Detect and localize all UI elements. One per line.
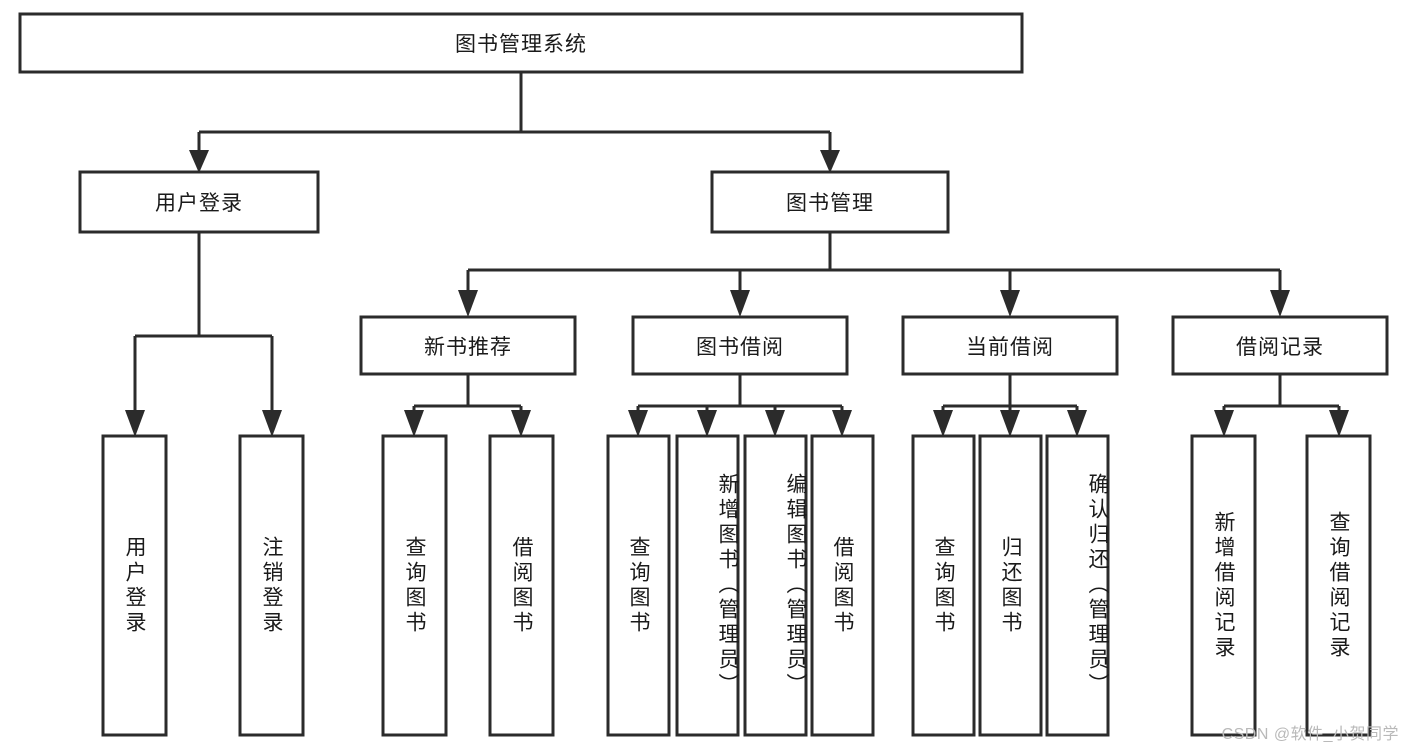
arrowhead-nbr-2 <box>511 410 531 437</box>
connectors <box>125 72 1349 437</box>
node-box-user-login[interactable] <box>78 170 320 234</box>
arrowhead-l2-4 <box>1270 290 1290 317</box>
node-box-borrow-record[interactable] <box>1171 315 1389 376</box>
arrowhead-bb-1 <box>628 410 648 437</box>
arrowhead-br-2 <box>1329 410 1349 437</box>
node-box-leaf-ul-2[interactable] <box>238 434 305 737</box>
arrowhead-bb-2 <box>697 410 717 437</box>
node-box-leaf-br-1[interactable] <box>1190 434 1257 737</box>
node-box-leaf-cb-3[interactable] <box>1045 434 1110 737</box>
arrowhead-book-manage <box>820 150 840 173</box>
node-box-book-manage[interactable] <box>710 170 950 234</box>
node-box-book-borrow[interactable] <box>631 315 849 376</box>
node-box-leaf-bb-2[interactable] <box>675 434 740 737</box>
node-box-leaf-br-2[interactable] <box>1305 434 1372 737</box>
arrowhead-l2-3 <box>1000 290 1020 317</box>
node-boxes <box>18 12 1389 737</box>
node-box-new-book-recommend[interactable] <box>359 315 577 376</box>
arrowhead-cb-3 <box>1067 410 1087 437</box>
arrowhead-nbr-1 <box>404 410 424 437</box>
node-box-leaf-nbr-1[interactable] <box>381 434 448 737</box>
arrowhead-ul-1 <box>125 410 145 437</box>
arrowhead-l2-1 <box>458 290 478 317</box>
node-box-root[interactable] <box>18 12 1024 74</box>
node-box-leaf-cb-2[interactable] <box>978 434 1043 737</box>
node-box-leaf-bb-1[interactable] <box>606 434 671 737</box>
arrowhead-cb-2 <box>1000 410 1020 437</box>
arrowhead-ul-2 <box>262 410 282 437</box>
arrowhead-br-1 <box>1214 410 1234 437</box>
node-box-leaf-bb-4[interactable] <box>810 434 875 737</box>
node-box-leaf-bb-3[interactable] <box>743 434 808 737</box>
node-box-leaf-nbr-2[interactable] <box>488 434 555 737</box>
arrowhead-l2-2 <box>730 290 750 317</box>
arrowhead-cb-1 <box>933 410 953 437</box>
node-box-current-borrow[interactable] <box>901 315 1119 376</box>
arrowhead-user-login <box>189 150 209 173</box>
arrowhead-bb-3 <box>765 410 785 437</box>
node-box-leaf-ul-1[interactable] <box>101 434 168 737</box>
node-box-leaf-cb-1[interactable] <box>911 434 976 737</box>
arrowhead-bb-4 <box>832 410 852 437</box>
